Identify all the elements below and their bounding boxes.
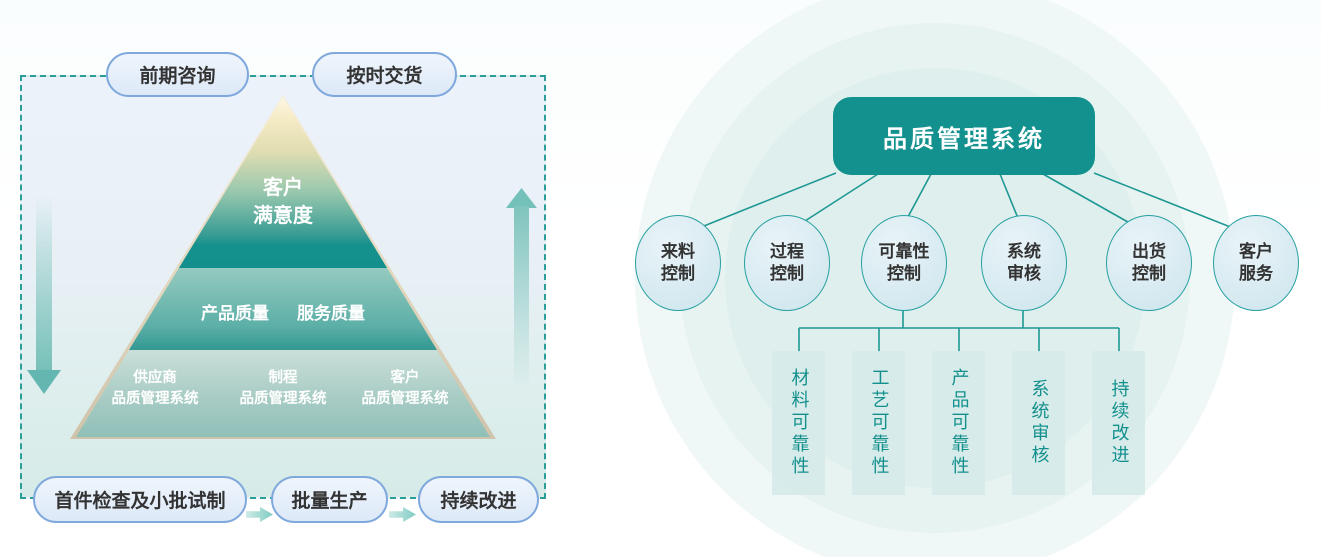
tier1-line1: 客户	[263, 175, 303, 199]
branch3-line2: 控制	[887, 264, 921, 284]
leaf2-label: 工艺可靠性	[868, 368, 890, 478]
tier1-line2: 满意度	[253, 202, 313, 227]
tier2-item-service-quality: 服务质量	[297, 304, 365, 324]
branch2-line1: 过程	[770, 241, 804, 262]
branch3-line1: 可靠性	[878, 241, 930, 262]
leaf-system-audit: 系统审核	[1012, 351, 1065, 495]
leaf4-label: 系统审核	[1028, 379, 1050, 467]
branch2-line2: 控制	[770, 264, 804, 284]
pill-pre-consultation: 前期咨询	[106, 52, 249, 97]
leaf1-label: 材料可靠性	[788, 368, 810, 478]
branch4-line1: 系统	[1007, 241, 1041, 262]
pyramid-tier3-customer: 客户 品质管理系统	[335, 368, 475, 410]
branch-incoming-material-control: 来料 控制	[635, 215, 721, 311]
leaf-continuous-improvement: 持续改进	[1092, 351, 1145, 495]
leaf3-label: 产品可靠性	[948, 368, 970, 478]
up-arrow-shaft	[514, 206, 529, 386]
pill-continuous-improvement: 持续改进	[418, 476, 539, 523]
branch1-line1: 来料	[661, 241, 695, 262]
branch4-line2: 审核	[1007, 264, 1041, 284]
leaf-material-reliability: 材料可靠性	[772, 351, 825, 495]
pill-mass-production: 批量生产	[271, 476, 388, 523]
branch-reliability-control: 可靠性 控制	[861, 215, 947, 311]
branch-customer-service: 客户 服务	[1213, 215, 1299, 311]
pyramid-tier-systems	[76, 350, 490, 437]
branch5-line1: 出货	[1132, 241, 1166, 262]
tier3-process-line2: 品质管理系统	[239, 391, 327, 408]
tier3-customer-line2: 品质管理系统	[361, 391, 449, 408]
pill-first-article-inspection: 首件检查及小批试制	[33, 476, 247, 523]
branch5-line2: 控制	[1132, 264, 1166, 284]
down-arrow-shaft	[36, 196, 52, 372]
branch-system-audit: 系统 审核	[981, 215, 1067, 311]
leaf-product-reliability: 产品可靠性	[932, 351, 985, 495]
tier3-process-line1: 制程	[268, 370, 298, 386]
tier3-supplier-line2: 品质管理系统	[111, 391, 199, 408]
tier2-item-product-quality: 产品质量	[201, 304, 269, 324]
pill-on-time-delivery: 按时交货	[312, 52, 457, 97]
branch6-line1: 客户	[1239, 241, 1273, 262]
leaf5-label: 持续改进	[1108, 379, 1130, 467]
branch-shipment-control: 出货 控制	[1106, 215, 1192, 311]
pyramid-tier3-supplier: 供应商 品质管理系统	[85, 368, 225, 410]
leaf-craft-reliability: 工艺可靠性	[852, 351, 905, 495]
tier3-customer-line1: 客户	[390, 370, 420, 386]
branch6-line2: 服务	[1239, 264, 1273, 284]
pyramid-tier2-label: 产品质量 服务质量	[133, 299, 433, 324]
pyramid-tier3-process: 制程 品质管理系统	[213, 368, 353, 410]
root-node-quality-management-system: 品质管理系统	[833, 97, 1095, 175]
tier3-supplier-line1: 供应商	[133, 370, 177, 386]
branch-process-control: 过程 控制	[744, 215, 830, 311]
pyramid-tier1-label: 客户 满意度	[183, 174, 383, 229]
branch1-line2: 控制	[661, 264, 695, 284]
